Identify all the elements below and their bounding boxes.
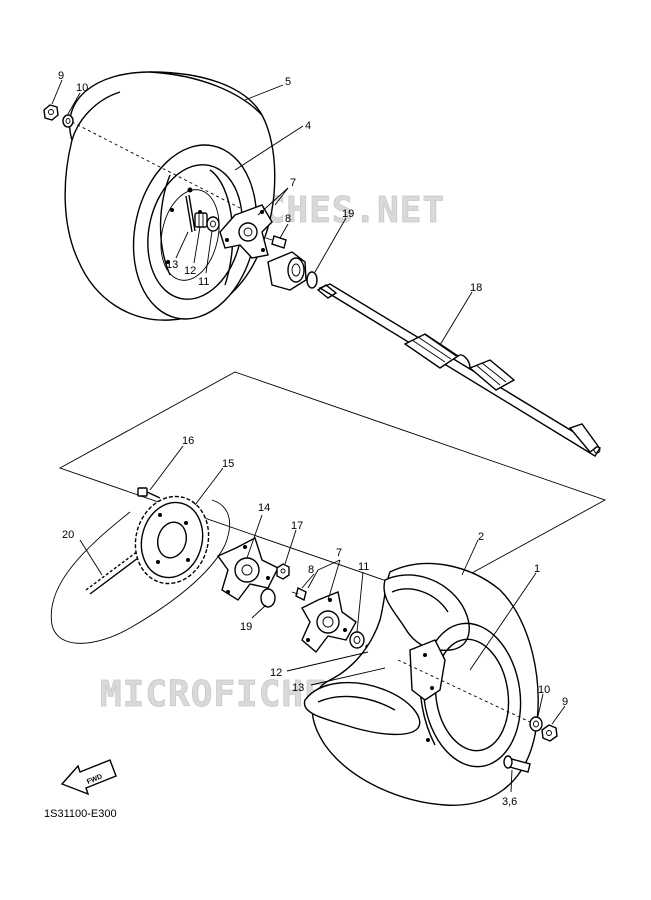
callout-5: 5 <box>285 76 291 88</box>
callout-2: 2 <box>478 531 484 543</box>
callout-17: 17 <box>291 520 303 532</box>
diagram-code: 1S31100-E300 <box>44 808 117 820</box>
callout-13-bottom: 13 <box>292 682 304 694</box>
callout-8-top: 8 <box>285 213 291 225</box>
callout-19-bottom: 19 <box>240 621 252 633</box>
bolt-16 <box>137 487 161 499</box>
callout-14: 14 <box>258 502 270 514</box>
callout-11-bottom: 11 <box>358 561 369 573</box>
fwd-arrow-icon: FWD <box>60 759 117 796</box>
top-tire-5 <box>64 71 276 321</box>
axle-shaft-18 <box>316 283 601 457</box>
callout-numbers: 9 10 5 4 7 8 19 13 12 11 18 16 15 20 14 … <box>58 70 568 808</box>
callout-4: 4 <box>305 120 311 132</box>
callout-18: 18 <box>470 282 482 294</box>
sprocket-15 <box>134 495 210 585</box>
bolt-8-bottom <box>291 586 307 602</box>
cotter-pin-13-top <box>185 194 196 233</box>
o-ring-19-top <box>306 271 318 289</box>
callout-16: 16 <box>182 435 194 447</box>
hub-7-bottom <box>301 591 357 654</box>
callout-9-bottom: 9 <box>562 696 568 708</box>
callout-10-top: 10 <box>76 82 88 94</box>
bearing-housing-top <box>267 251 307 291</box>
washer-10-top <box>62 114 74 128</box>
o-ring-19-bottom <box>260 588 276 608</box>
callout-12-bottom: 12 <box>270 667 282 679</box>
sprocket-hub-14 <box>216 536 279 601</box>
callout-12-top: 12 <box>184 265 196 277</box>
washer-10-bottom <box>529 716 543 732</box>
callout-3-6: 3,6 <box>502 796 517 808</box>
callout-7-bottom: 7 <box>336 547 342 559</box>
chain-20 <box>50 499 230 644</box>
callout-11-top: 11 <box>198 276 209 288</box>
nut-17 <box>276 563 290 580</box>
leader-lines <box>51 79 566 793</box>
callout-15: 15 <box>222 458 234 470</box>
callout-13-top: 13 <box>166 259 178 271</box>
stud-bolt-3-6 <box>503 755 531 773</box>
nut-9-bottom <box>541 724 558 742</box>
bottom-tire-2 <box>303 562 539 806</box>
chain-area-outline <box>58 371 607 597</box>
castle-nut-12-top <box>194 212 208 228</box>
callout-9-top: 9 <box>58 70 64 82</box>
hub-7-top <box>219 204 273 259</box>
callout-7-top: 7 <box>290 177 296 189</box>
bolt-8-top <box>265 235 287 249</box>
nut-9-top <box>43 104 59 121</box>
callout-19-top: 19 <box>342 208 354 220</box>
callout-1: 1 <box>534 563 540 575</box>
callout-20: 20 <box>62 529 74 541</box>
axis-line-top <box>71 121 241 209</box>
washer-11-top <box>206 216 220 232</box>
axis-line-bottom <box>397 659 531 723</box>
washer-11-bottom <box>349 631 365 649</box>
callout-10-bottom: 10 <box>538 684 550 696</box>
callout-8-bottom: 8 <box>308 564 314 576</box>
